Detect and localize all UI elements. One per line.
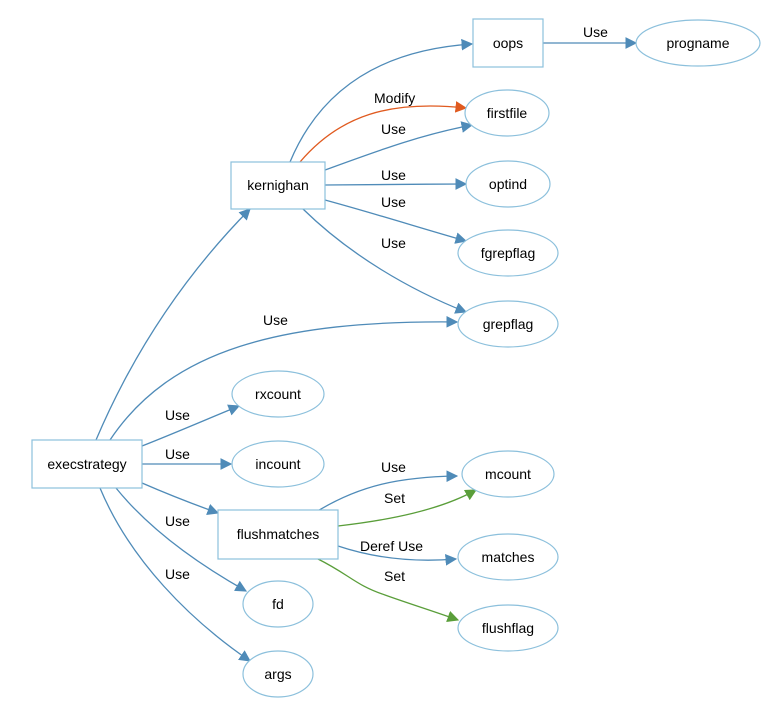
edge-label-kernighan-firstfile-modify: Modify (374, 90, 415, 106)
node-label-kernighan: kernighan (247, 177, 309, 193)
edge-flushmatches-flushflag (317, 558, 460, 622)
node-matches[interactable]: matches (457, 533, 559, 581)
node-incount[interactable]: incount (231, 440, 325, 488)
node-optind[interactable]: optind (465, 160, 551, 208)
edge-flushmatches-matches (337, 545, 458, 566)
node-label-progname: progname (666, 35, 729, 51)
node-mcount[interactable]: mcount (461, 450, 555, 498)
edge-label-kernighan-optind: Use (381, 167, 406, 183)
edge-execstrategy-rxcount (141, 404, 241, 447)
node-label-fgrepflag: fgrepflag (481, 245, 535, 261)
node-progname[interactable]: progname (635, 19, 761, 67)
edge-kernighan-oops (289, 38, 474, 163)
edge-execstrategy-grepflag (109, 316, 459, 441)
node-oops[interactable]: oops (472, 18, 544, 68)
edge-label-execstrategy-fd: Use (165, 513, 190, 529)
node-flushflag[interactable]: flushflag (457, 604, 559, 652)
edge-labels-layer: Use Modify Use Use Use Use Use Use Use U… (165, 24, 608, 584)
edge-label-kernighan-grepflag: Use (381, 235, 406, 251)
edge-flushmatches-mcount-use (315, 470, 459, 513)
node-firstfile[interactable]: firstfile (464, 89, 550, 137)
edge-label-flushmatches-matches: Deref Use (360, 538, 423, 554)
edge-execstrategy-kernighan (95, 208, 251, 441)
edge-label-execstrategy-grepflag: Use (263, 312, 288, 328)
edge-label-kernighan-firstfile-use: Use (381, 121, 406, 137)
edge-execstrategy-fd (115, 487, 248, 592)
edge-flushmatches-mcount-set (337, 489, 478, 527)
edge-kernighan-fgrepflag (324, 199, 468, 244)
node-label-flushflag: flushflag (482, 620, 534, 636)
edge-label-oops-progname: Use (583, 24, 608, 40)
node-label-matches: matches (482, 549, 535, 565)
node-label-rxcount: rxcount (255, 386, 301, 402)
edges-layer (95, 37, 638, 662)
node-label-args: args (264, 666, 291, 682)
node-label-incount: incount (255, 456, 300, 472)
node-label-grepflag: grepflag (483, 316, 534, 332)
edge-kernighan-optind (324, 178, 468, 190)
edge-label-flushmatches-mcount-use: Use (381, 459, 406, 475)
edge-execstrategy-flushmatches (141, 482, 220, 515)
nodes-layer: oops kernighan execstrategy flushmatches… (31, 18, 761, 698)
edge-kernighan-firstfile-modify (299, 101, 468, 163)
node-label-optind: optind (489, 176, 527, 192)
node-fd[interactable]: fd (242, 580, 314, 628)
edge-label-execstrategy-rxcount: Use (165, 407, 190, 423)
edge-label-flushmatches-flushflag: Set (384, 568, 405, 584)
edge-label-execstrategy-incount: Use (165, 446, 190, 462)
edge-kernighan-firstfile-use (324, 121, 474, 171)
edge-label-kernighan-fgrepflag: Use (381, 194, 406, 210)
edge-execstrategy-args (99, 487, 251, 662)
node-fgrepflag[interactable]: fgrepflag (457, 229, 559, 277)
node-label-flushmatches: flushmatches (237, 526, 319, 542)
node-grepflag[interactable]: grepflag (457, 300, 559, 348)
node-args[interactable]: args (242, 650, 314, 698)
node-execstrategy[interactable]: execstrategy (31, 439, 143, 489)
node-label-fd: fd (272, 596, 284, 612)
edge-label-flushmatches-mcount-set: Set (384, 490, 405, 506)
node-label-execstrategy: execstrategy (47, 456, 126, 472)
node-label-mcount: mcount (485, 466, 531, 482)
edge-kernighan-grepflag (302, 208, 468, 314)
node-label-firstfile: firstfile (487, 105, 528, 121)
node-label-oops: oops (493, 35, 523, 51)
edge-label-execstrategy-args: Use (165, 566, 190, 582)
node-kernighan[interactable]: kernighan (230, 161, 326, 210)
node-rxcount[interactable]: rxcount (231, 370, 325, 418)
node-flushmatches[interactable]: flushmatches (217, 509, 339, 560)
